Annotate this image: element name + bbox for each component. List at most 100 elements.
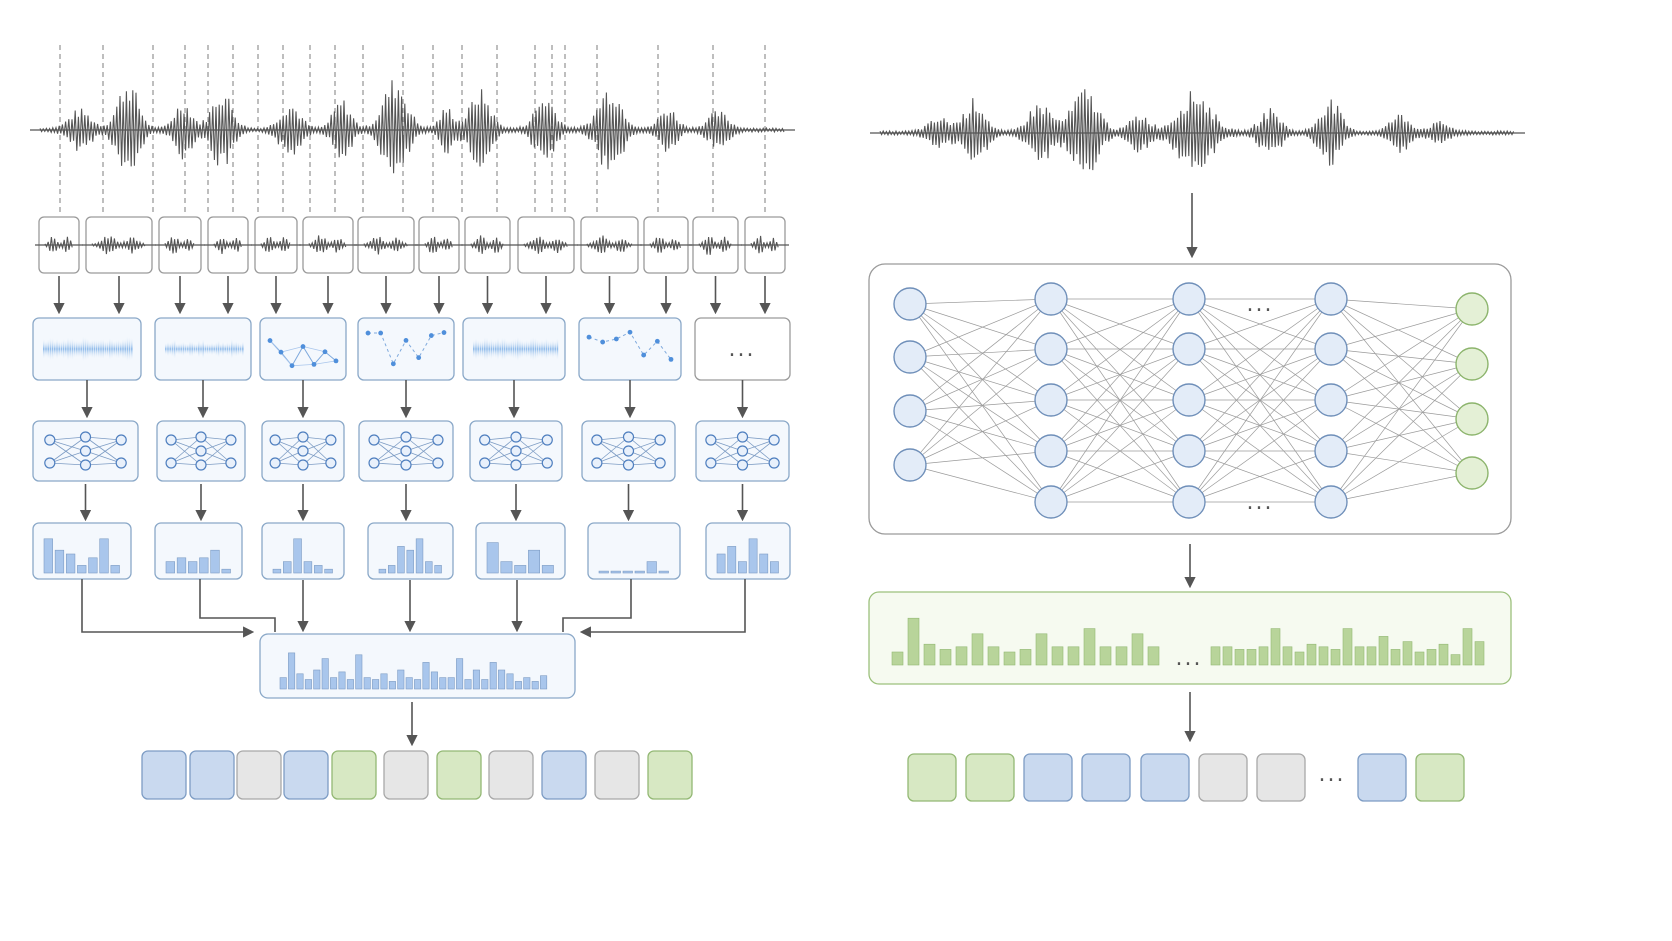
spectrogram-column (71, 337, 74, 361)
network-edge (1188, 298, 1332, 503)
encoder-node (44, 457, 56, 469)
spectrogram-column (180, 342, 182, 356)
network-edge (1330, 363, 1473, 503)
output-node (1455, 292, 1489, 326)
small-encoder (156, 420, 246, 482)
hidden-node (893, 394, 927, 428)
encoder-edge (49, 439, 86, 452)
spectrogram-column (126, 335, 129, 363)
embedding-bar (1147, 646, 1160, 666)
spectrogram-column (222, 341, 224, 357)
embedding-bar (1270, 628, 1281, 666)
hidden-node (1172, 282, 1206, 316)
feature-graph-node (416, 355, 422, 361)
spectrogram-column (530, 337, 532, 361)
spectrogram-column (499, 339, 501, 359)
encoder-node (325, 434, 337, 446)
waveform-segment (354, 216, 418, 274)
histogram-bar (77, 565, 87, 574)
histogram-bar (500, 561, 513, 574)
embedding-bar (1099, 646, 1112, 666)
encoder-node (510, 445, 522, 457)
feature-graph-edge (280, 346, 304, 353)
spectrogram-column (514, 337, 517, 361)
feature-graph-node (654, 338, 660, 344)
spectrogram-column (484, 336, 486, 362)
encoder-node (115, 434, 127, 446)
waveform-segment (461, 216, 514, 274)
spectrogram-column (95, 338, 98, 360)
spectrogram-column (501, 336, 504, 362)
encoder-edge (302, 436, 332, 464)
spectrogram-column (226, 341, 229, 357)
encoder-edge (274, 436, 304, 464)
encoder-edge (596, 439, 629, 466)
output-token-blue (141, 750, 187, 800)
encoder-edge (85, 436, 122, 464)
mini-waveform (698, 236, 732, 255)
histogram-bar (54, 549, 65, 574)
encoder-node (165, 457, 177, 469)
histogram-bar (65, 553, 76, 574)
network-edge (909, 303, 1052, 503)
feature-graph-node (600, 339, 606, 345)
spectrogram-column (534, 336, 537, 362)
network-edge (1188, 298, 1332, 350)
encoder-node (705, 434, 717, 446)
spectrogram-column (213, 342, 215, 356)
encoder-edge (742, 450, 775, 464)
histogram-bar (314, 565, 323, 574)
encoder-node (297, 459, 309, 471)
spectrogram-column (193, 342, 196, 356)
embedding-bar (1306, 643, 1317, 666)
histogram-bar (716, 553, 726, 574)
encoder-node (432, 457, 444, 469)
encoder-node (400, 445, 412, 457)
histogram-bar (514, 565, 527, 574)
embedding-bar (907, 617, 920, 666)
mini-waveform (649, 237, 681, 253)
mini-waveform (260, 237, 291, 252)
waveform-segment (741, 216, 789, 274)
spectrogram-column (89, 339, 91, 359)
network-edge (1330, 418, 1473, 452)
spectrogram-column (167, 340, 169, 358)
hidden-node (1172, 332, 1206, 366)
spectrogram-column (235, 340, 237, 358)
spectrogram-column (525, 339, 528, 359)
spectrogram-column (122, 337, 124, 361)
spectrogram-column (492, 339, 495, 359)
histogram-bar (272, 568, 282, 574)
segment-histogram (261, 522, 345, 580)
mini-waveform (308, 235, 347, 253)
hidden-node (1034, 485, 1068, 519)
spectrogram-column (87, 337, 89, 361)
spectrogram-column (486, 336, 488, 362)
aggregated-bar (489, 662, 497, 690)
embedding-bar (1330, 649, 1341, 666)
histogram-bar (415, 538, 424, 574)
aggregated-bar (540, 675, 548, 690)
encoder-node (591, 457, 603, 469)
feature-graph-node (668, 356, 674, 362)
hidden-node (1034, 282, 1068, 316)
histogram-bar (528, 549, 541, 574)
spectrogram-column (209, 342, 211, 356)
spectrogram-column (178, 342, 180, 356)
feature-map (154, 317, 252, 381)
histogram-bar (434, 565, 442, 574)
encoder-edge (49, 450, 86, 464)
spectrogram-column (128, 335, 131, 363)
waveform-segment (514, 216, 578, 274)
spectrogram-column (497, 336, 499, 362)
network-edge (1330, 298, 1473, 474)
feature-graph-node (278, 349, 284, 355)
network-bottom-ellipsis: ... (1247, 490, 1274, 515)
encoder-edge (710, 450, 743, 464)
spectrogram-column (73, 339, 76, 359)
small-encoder (32, 420, 139, 482)
spectrogram-column (58, 339, 60, 359)
feature-graph-node (403, 337, 409, 343)
segment-histogram (367, 522, 454, 580)
encoder-edge (49, 436, 86, 441)
